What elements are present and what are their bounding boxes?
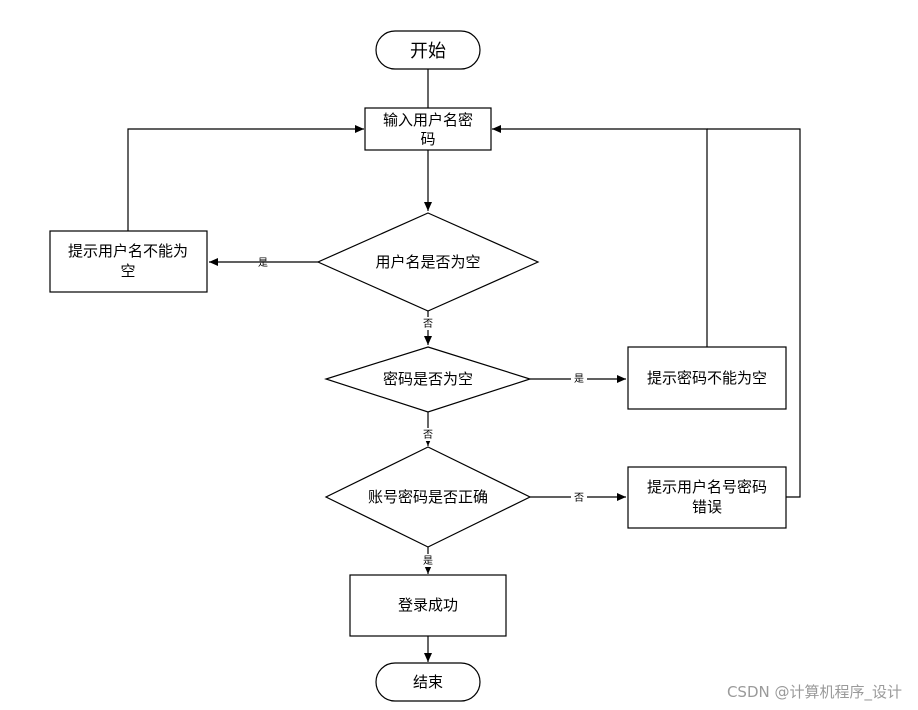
input-credentials-label-line2: 码 [420, 130, 435, 148]
decision-password-empty [324, 346, 532, 413]
decision-password-empty-label: 密码是否为空 [383, 370, 473, 388]
prompt-username-empty-label-line2: 空 [120, 262, 135, 280]
edge-label-credentials-yes: 是 [423, 555, 433, 567]
login-success-box [349, 574, 507, 637]
start-label: 开始 [410, 41, 446, 62]
edge-prompt-error-loop [707, 128, 801, 498]
edge-prompt-pwd-loop [492, 125, 708, 347]
prompt-password-empty-label: 提示密码不能为空 [647, 369, 767, 387]
decision-credentials-correct [324, 446, 532, 548]
edge-label-user-empty-no: 否 [423, 318, 433, 330]
edge-prompt-user-loop [127, 125, 364, 231]
prompt-password-empty-box [627, 346, 787, 410]
decision-username-empty [316, 212, 540, 312]
decision-credentials-correct-label: 账号密码是否正确 [368, 488, 488, 506]
edge-label-pwd-empty-yes: 是 [574, 373, 584, 385]
prompt-credentials-error-box [627, 466, 787, 529]
prompt-username-empty-box [49, 230, 208, 293]
start-terminator [375, 30, 481, 70]
edge-label-pwd-empty-no: 否 [423, 429, 433, 441]
login-success-label: 登录成功 [398, 596, 458, 614]
edge-label-credentials-no: 否 [574, 492, 584, 504]
watermark-text: CSDN @计算机程序_设计 [727, 683, 902, 702]
edge-label-user-empty-yes: 是 [258, 257, 268, 269]
prompt-credentials-error-label-line1: 提示用户名号密码 [647, 478, 767, 496]
end-terminator [375, 662, 481, 702]
input-credentials-label-line1: 输入用户名密 [383, 111, 473, 129]
end-label: 结束 [413, 673, 443, 691]
prompt-credentials-error-label-line2: 错误 [692, 498, 722, 516]
decision-username-empty-label: 用户名是否为空 [375, 253, 480, 271]
input-credentials-box [364, 107, 492, 151]
prompt-username-empty-label-line1: 提示用户名不能为 [68, 242, 188, 260]
